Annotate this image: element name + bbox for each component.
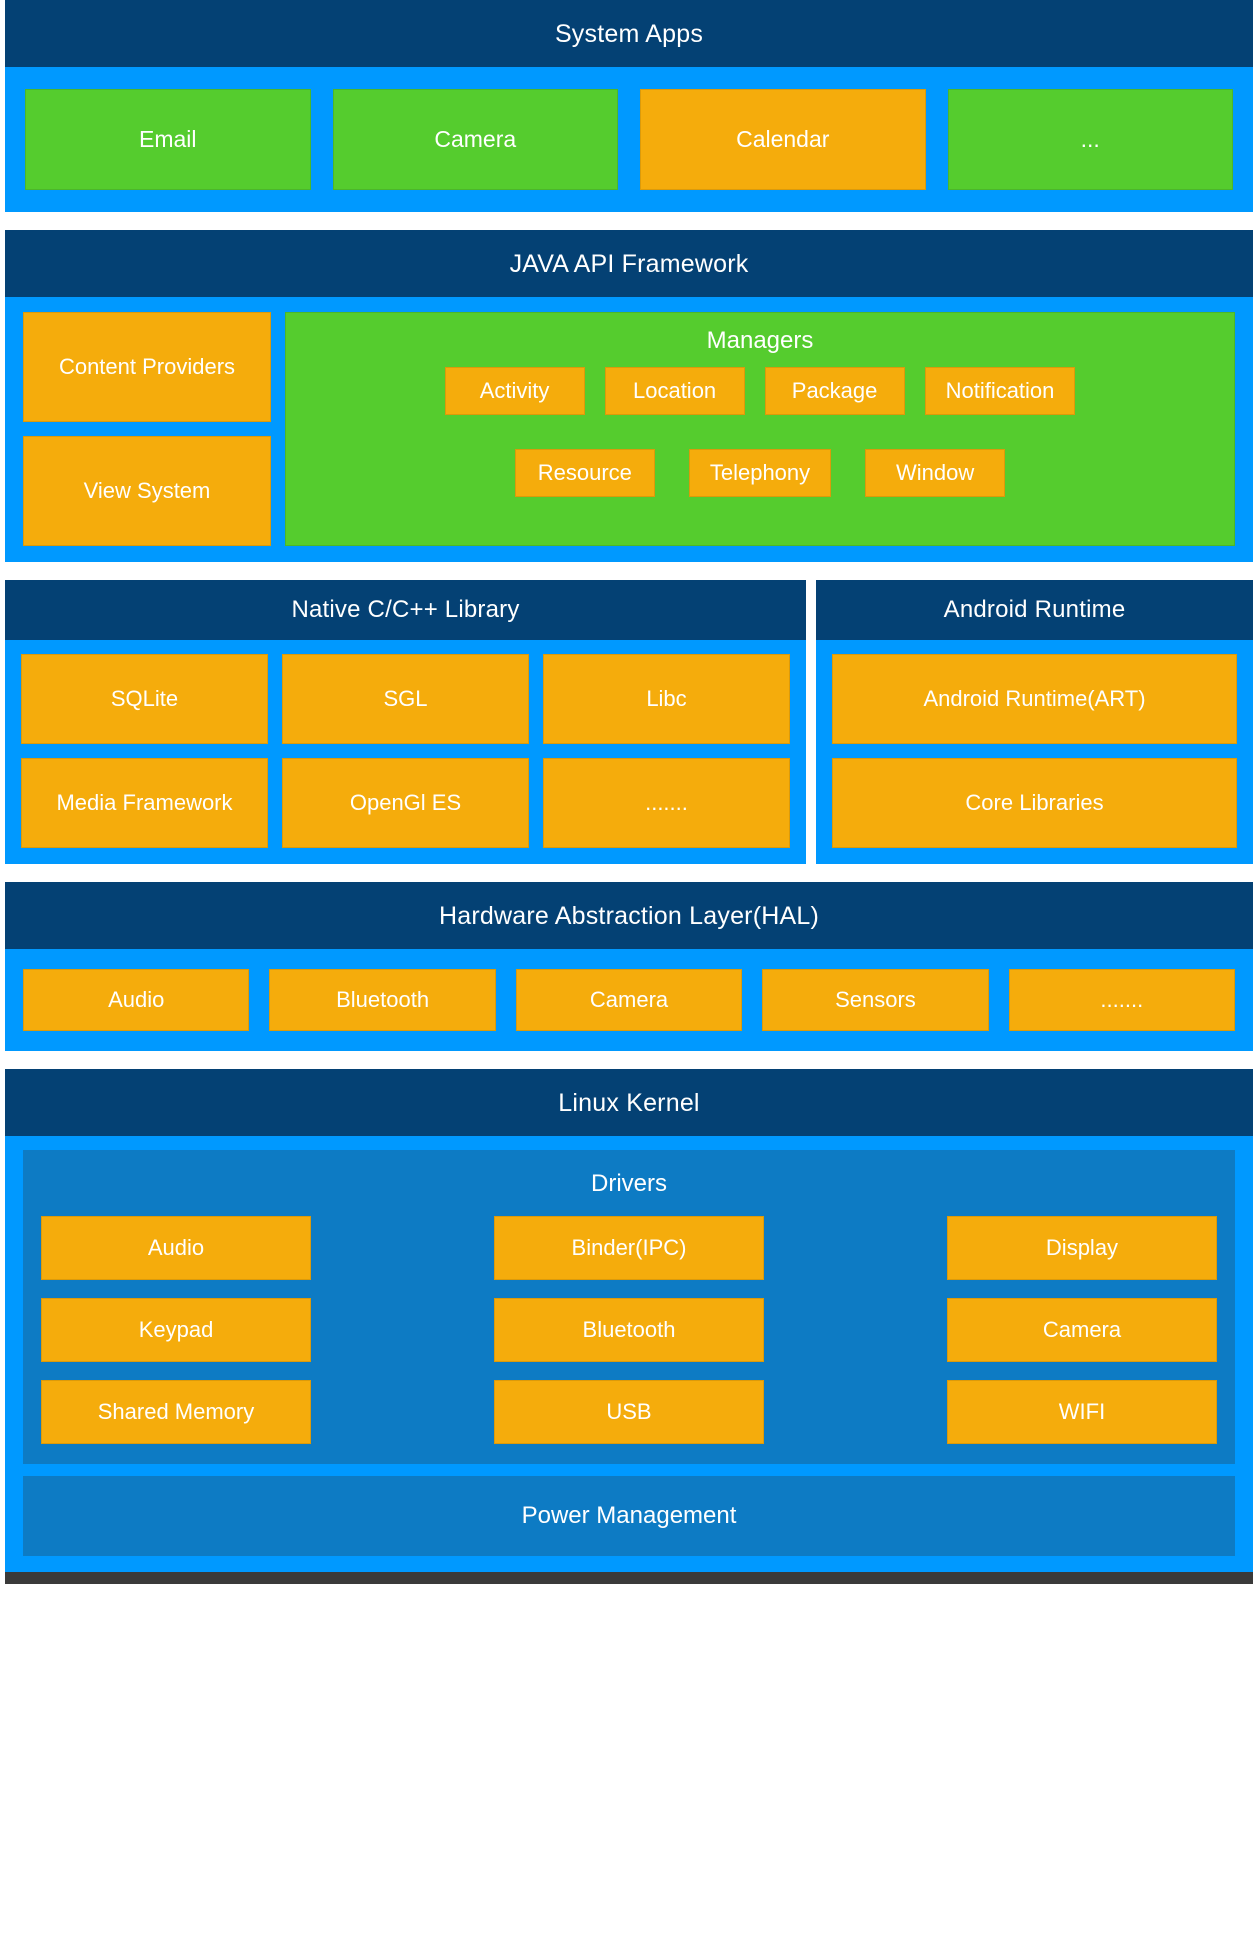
tile-driver-camera[interactable]: Camera xyxy=(947,1297,1217,1362)
layer-title-system-apps: System Apps xyxy=(5,0,1253,67)
tile-camera[interactable]: Camera xyxy=(332,89,618,190)
android-runtime-body: Android Runtime(ART) Core Libraries xyxy=(816,640,1253,864)
tile-hal-camera[interactable]: Camera xyxy=(515,968,743,1031)
managers-panel: Managers Activity Location Package Notif… xyxy=(285,312,1235,546)
tile-driver-usb[interactable]: USB xyxy=(494,1379,764,1444)
tile-hal-sensors[interactable]: Sensors xyxy=(762,968,989,1031)
native-library-row-1: SQLite SGL Libc xyxy=(21,653,790,744)
layer-title-native-c-cpp-library: Native C/C++ Library xyxy=(5,580,806,640)
java-api-left-column: Content Providers View System xyxy=(23,312,271,546)
layer-gap xyxy=(5,562,1253,580)
tile-opengl-es[interactable]: OpenGl ES xyxy=(282,757,529,848)
drivers-grid: Audio Binder(IPC) Display Keypad Bluetoo… xyxy=(41,1215,1217,1444)
layer-hardware-abstraction-layer: Hardware Abstraction Layer(HAL) Audio Bl… xyxy=(5,881,1253,1051)
tile-libc[interactable]: Libc xyxy=(543,653,790,744)
managers-title: Managers xyxy=(706,327,814,354)
tile-package-manager[interactable]: Package xyxy=(764,367,905,415)
layer-gap xyxy=(5,1050,1253,1069)
tile-view-system[interactable]: View System xyxy=(23,436,271,546)
tile-hal-more[interactable]: ....... xyxy=(1008,968,1236,1031)
drivers-panel: Drivers Audio Binder(IPC) Display Keypad… xyxy=(23,1149,1235,1464)
tile-media-framework[interactable]: Media Framework xyxy=(21,757,268,848)
managers-row-1: Activity Location Package Notification xyxy=(300,367,1220,437)
layer-title-hal: Hardware Abstraction Layer(HAL) xyxy=(5,881,1253,949)
layer-gap xyxy=(5,863,1253,882)
tile-android-runtime-art[interactable]: Android Runtime(ART) xyxy=(832,653,1237,744)
tile-email[interactable]: Email xyxy=(25,89,311,190)
tile-sqlite[interactable]: SQLite xyxy=(21,653,268,744)
layer-linux-kernel: Linux Kernel Drivers Audio Binder(IPC) D… xyxy=(5,1068,1253,1572)
native-and-runtime-row: Native C/C++ Library SQLite SGL Libc Med… xyxy=(5,580,1253,864)
tile-driver-shared-memory[interactable]: Shared Memory xyxy=(41,1379,311,1444)
layer-native-c-cpp-library: Native C/C++ Library SQLite SGL Libc Med… xyxy=(5,580,806,864)
layer-system-apps: System Apps Email Camera Calendar ... xyxy=(5,0,1253,212)
managers-row-2: Resource Telephony Window xyxy=(300,437,1220,501)
tile-activity-manager[interactable]: Activity xyxy=(444,367,585,415)
drivers-title: Drivers xyxy=(591,1169,667,1197)
tile-location-manager[interactable]: Location xyxy=(604,367,745,415)
tile-hal-audio[interactable]: Audio xyxy=(23,968,250,1031)
tile-native-more[interactable]: ....... xyxy=(543,757,790,848)
tile-driver-binder-ipc[interactable]: Binder(IPC) xyxy=(494,1215,764,1280)
layer-title-java-api-framework: JAVA API Framework xyxy=(5,230,1253,297)
hal-tile-row: Audio Bluetooth Camera Sensors ....... xyxy=(5,949,1253,1051)
native-library-body: SQLite SGL Libc Media Framework OpenGl E… xyxy=(5,640,806,864)
bottom-bar xyxy=(5,1571,1253,1584)
linux-kernel-body: Drivers Audio Binder(IPC) Display Keypad… xyxy=(5,1136,1253,1572)
tile-driver-bluetooth[interactable]: Bluetooth xyxy=(494,1297,764,1362)
java-api-body: Content Providers View System Managers A… xyxy=(5,297,1253,562)
tile-driver-audio[interactable]: Audio xyxy=(41,1215,311,1280)
power-management-panel[interactable]: Power Management xyxy=(23,1475,1235,1556)
tile-driver-wifi[interactable]: WIFI xyxy=(947,1379,1217,1444)
layer-title-linux-kernel: Linux Kernel xyxy=(5,1068,1253,1136)
system-apps-tile-row: Email Camera Calendar ... xyxy=(5,67,1253,212)
tile-hal-bluetooth[interactable]: Bluetooth xyxy=(269,968,496,1031)
tile-calendar[interactable]: Calendar xyxy=(640,89,926,190)
layer-java-api-framework: JAVA API Framework Content Providers Vie… xyxy=(5,230,1253,562)
tile-window-manager[interactable]: Window xyxy=(865,449,1006,497)
native-library-row-2: Media Framework OpenGl ES ....... xyxy=(21,757,790,848)
tile-resource-manager[interactable]: Resource xyxy=(514,449,655,497)
tile-driver-display[interactable]: Display xyxy=(947,1215,1217,1280)
layer-gap xyxy=(5,212,1253,230)
layer-android-runtime: Android Runtime Android Runtime(ART) Cor… xyxy=(816,580,1253,864)
tile-telephony-manager[interactable]: Telephony xyxy=(688,449,832,497)
layer-title-android-runtime: Android Runtime xyxy=(816,580,1253,640)
tile-core-libraries[interactable]: Core Libraries xyxy=(832,757,1237,848)
tile-driver-keypad[interactable]: Keypad xyxy=(41,1297,311,1362)
tile-sgl[interactable]: SGL xyxy=(282,653,529,744)
tile-content-providers[interactable]: Content Providers xyxy=(23,312,271,422)
tile-more-apps[interactable]: ... xyxy=(947,89,1233,190)
tile-notification-manager[interactable]: Notification xyxy=(924,367,1076,415)
